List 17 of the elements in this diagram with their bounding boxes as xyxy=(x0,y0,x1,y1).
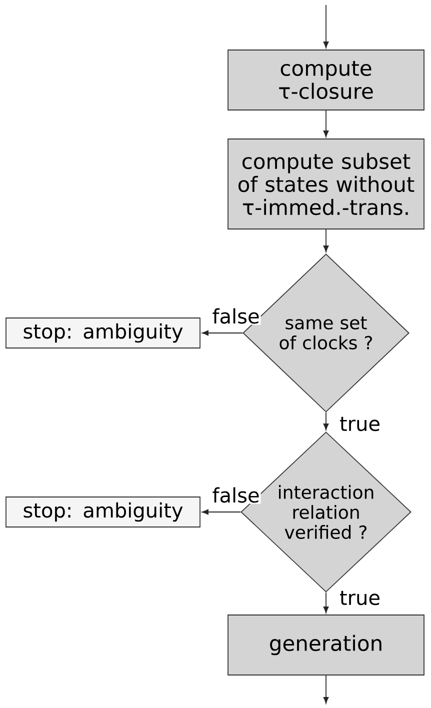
edge-label: false xyxy=(211,486,261,504)
stop-box: stop: ambiguity xyxy=(6,496,200,528)
process-box: compute τ-closure xyxy=(228,50,424,110)
arrow xyxy=(323,4,329,48)
process-box: compute subset of states without τ-immed.-trans. xyxy=(228,138,424,230)
arrow xyxy=(323,675,329,704)
stop-box: stop: ambiguity xyxy=(6,318,200,348)
edge-label: true xyxy=(338,590,382,606)
process-box: generation xyxy=(228,614,424,676)
arrow xyxy=(323,229,329,252)
edge-label: true xyxy=(338,416,382,432)
arrow xyxy=(323,592,329,614)
arrow xyxy=(202,509,241,515)
arrow xyxy=(323,110,329,138)
arrow xyxy=(202,330,243,336)
arrow xyxy=(323,412,329,430)
edge-label: false xyxy=(211,307,261,325)
